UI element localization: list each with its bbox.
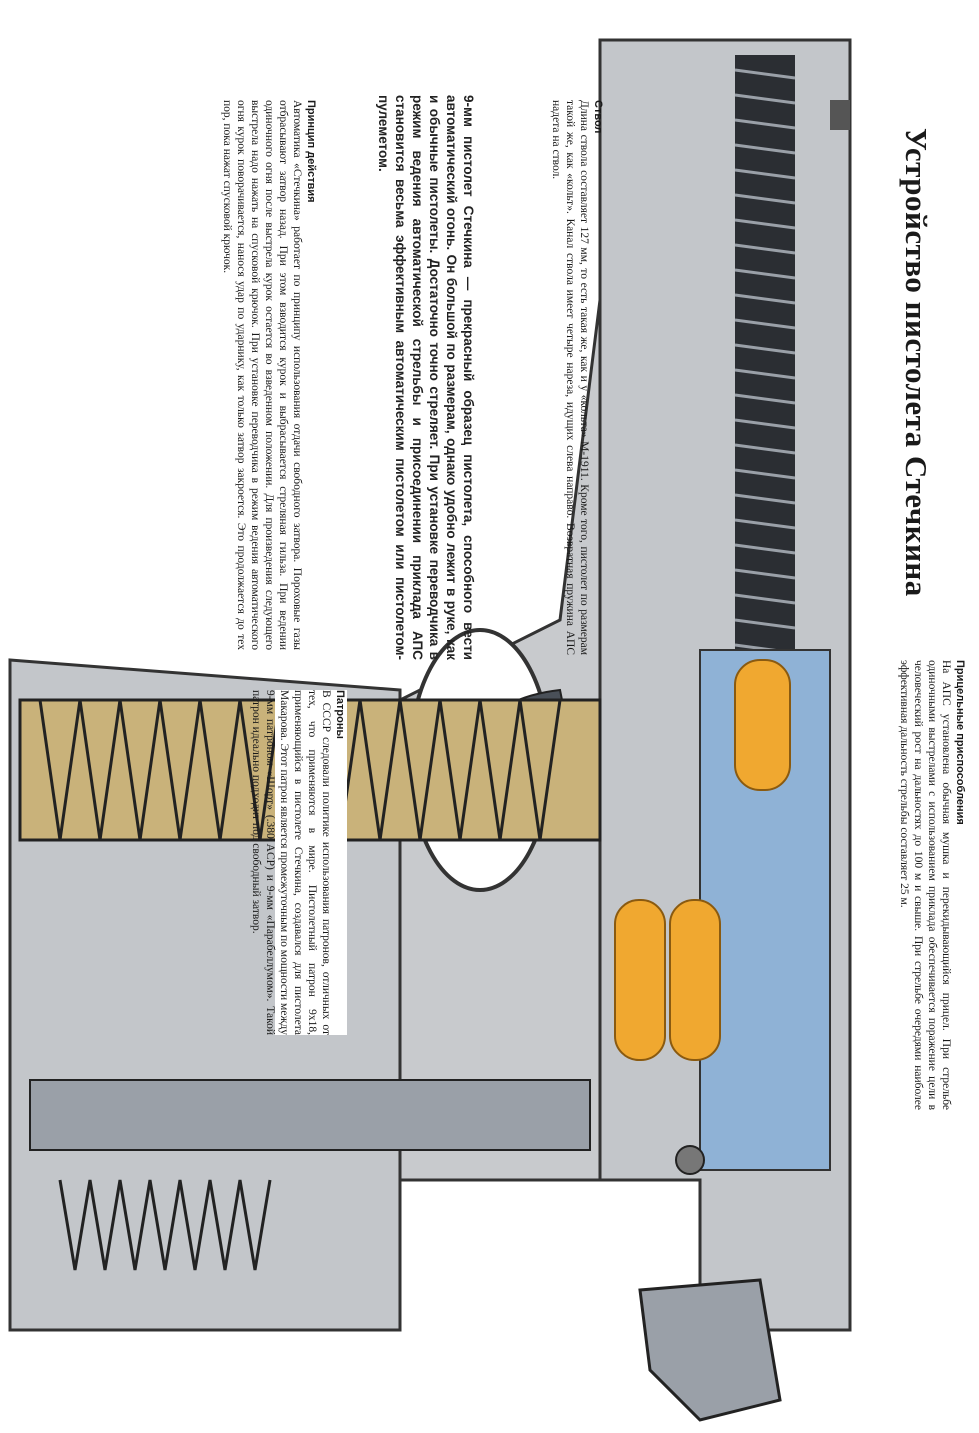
- hammer-pin: [675, 1145, 705, 1175]
- magazine-cartridge: [669, 899, 721, 1061]
- section-heading: Патроны: [334, 690, 346, 739]
- mainspring: [58, 1179, 272, 1271]
- section-intro: 9-мм пистолет Стечкина — прекрасный обра…: [372, 95, 477, 660]
- chambered-cartridge: [734, 659, 791, 791]
- hammer: [638, 1278, 782, 1422]
- section-principle: Принцип действия Автоматика «Стечкина» р…: [198, 100, 318, 650]
- section-sights: Прицельные приспособления На АПС установ…: [872, 660, 967, 1110]
- front-sight: [830, 100, 850, 130]
- mainspring-housing: [29, 1079, 591, 1151]
- section-text: В СССР следовали политике использования …: [250, 690, 332, 1035]
- section-text: 9-мм пистолет Стечкина — прекрасный обра…: [376, 95, 476, 660]
- page-title: Устройство пистолета Стечкина: [899, 128, 934, 597]
- section-text: Длина ствола составляет 127 мм, то есть …: [550, 100, 590, 655]
- section-text: На АПС установлена обычная мушка и перек…: [898, 660, 952, 1110]
- section-heading: Ствол: [592, 100, 604, 134]
- magazine-cartridge: [614, 899, 666, 1061]
- section-cartridges: Патроны В СССР следовали политике исполь…: [250, 690, 347, 1035]
- section-barrel: Ствол Длина ствола составляет 127 мм, то…: [510, 100, 605, 655]
- section-text: Автоматика «Стечкина» работает по принци…: [221, 100, 303, 650]
- section-heading: Принцип действия: [305, 100, 317, 203]
- section-heading: Прицельные приспособления: [954, 660, 966, 825]
